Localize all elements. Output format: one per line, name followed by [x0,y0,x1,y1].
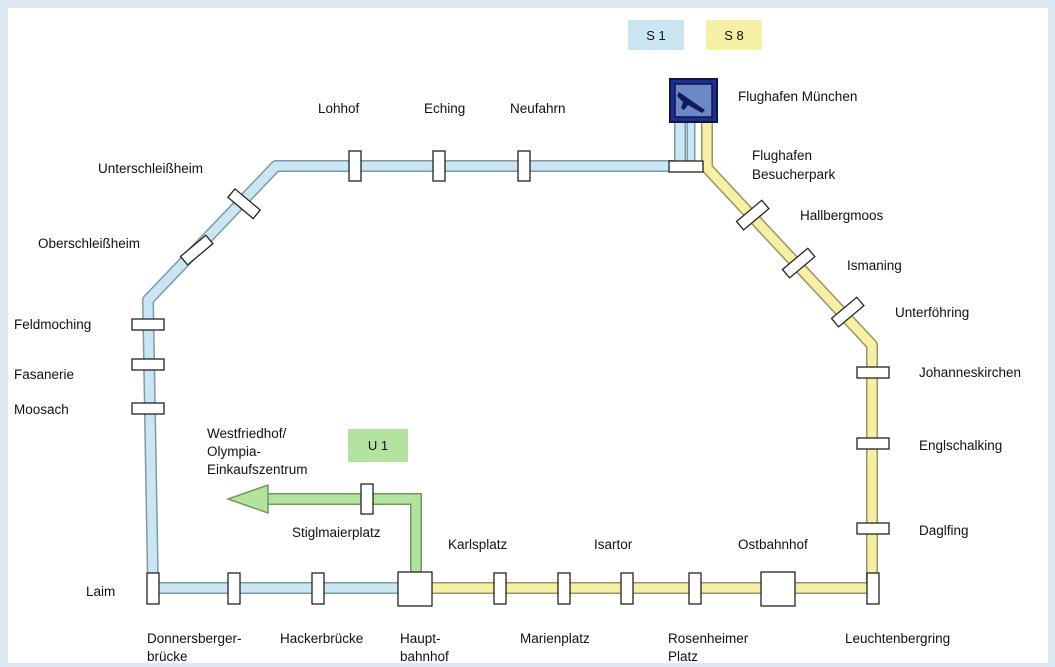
label-besucherpark-line1: Flughafen [752,148,813,163]
label-marienplatz: Marienplatz [520,631,590,646]
airplane-icon [677,92,705,113]
label-donnersbergerbruecke-line1: Donnersberger- [147,631,242,646]
station-daglfing [856,522,890,535]
u1-direction-arrow [225,483,269,515]
station-stiglmaierplatz [360,483,374,515]
station-unterschleissheim [226,187,262,220]
station-fasanerie [131,358,165,371]
station-hauptbahnhof [397,571,433,607]
station-moosach [131,402,165,415]
label-lohhof: Lohhof [318,101,360,116]
s8-line-badge: S 8 [706,20,762,50]
label-flughafen-muenchen: Flughafen München [738,89,858,104]
station-hackerbruecke [311,572,325,605]
label-westfriedhof-line2: Olympia- [207,444,262,459]
label-westfriedhof-line3: Einkaufszentrum [207,462,308,477]
label-feldmoching: Feldmoching [14,317,92,332]
station-ismaning [781,247,816,279]
label-besucherpark-line2: Besucherpark [752,167,836,182]
label-karlsplatz: Karlsplatz [448,537,508,552]
label-stiglmaierplatz: Stiglmaierplatz [292,525,381,540]
label-unterschleissheim: Unterschleißheim [98,161,204,176]
label-fasanerie: Fasanerie [14,367,75,382]
station-leuchtenbergring [866,572,880,605]
station-rosenheimer-platz [688,572,702,605]
station-laim [146,572,160,605]
label-hauptbahnhof-line1: Haupt- [400,631,441,646]
label-moosach: Moosach [14,402,69,417]
station-johanneskirchen [856,366,890,379]
station-besucherpark [668,160,704,173]
station-karlsplatz [493,572,507,605]
station-lohhof [348,150,362,182]
s8-line-fill [416,108,877,593]
label-laim: Laim [86,584,116,599]
label-donnersbergerbruecke-line2: brücke [147,649,188,664]
u1-line-fill [265,494,421,575]
label-unterfoehring: Unterföhring [895,305,970,320]
station-isartor [620,572,634,605]
label-daglfing: Daglfing [919,523,969,538]
station-unterfoehring [830,296,865,328]
station-eching [432,150,446,182]
label-johanneskirchen: Johanneskirchen [919,365,1022,380]
label-rosenheimer-platz-line1: Rosenheimer [668,631,749,646]
label-isartor: Isartor [594,537,633,552]
s1-line-badge: S 1 [628,20,684,50]
label-neufahrn: Neufahrn [510,101,566,116]
label-hackerbruecke: Hackerbrücke [280,631,364,646]
label-englschalking: Englschalking [919,438,1003,453]
station-feldmoching [131,318,165,331]
label-rosenheimer-platz-line2: Platz [668,649,699,664]
label-hallbergmoos: Hallbergmoos [800,208,884,223]
s1-line-fill [143,108,685,593]
label-hauptbahnhof-line2: bahnhof [400,649,449,664]
label-westfriedhof-line1: Westfriedhof/ [207,426,287,441]
station-ostbahnhof [760,571,796,607]
station-oberschleissheim [179,234,214,266]
station-donnersbergerbruecke [227,572,241,605]
station-marienplatz [557,572,571,605]
label-eching: Eching [424,101,466,116]
u1-line-badge: U 1 [348,429,408,462]
station-hallbergmoos [735,199,770,231]
label-ismaning: Ismaning [847,258,902,273]
station-neufahrn [517,150,531,182]
label-ostbahnhof: Ostbahnhof [738,537,808,552]
station-englschalking [856,437,890,450]
label-oberschleissheim: Oberschleißheim [38,236,141,251]
label-leuchtenbergring: Leuchtenbergring [845,631,951,646]
